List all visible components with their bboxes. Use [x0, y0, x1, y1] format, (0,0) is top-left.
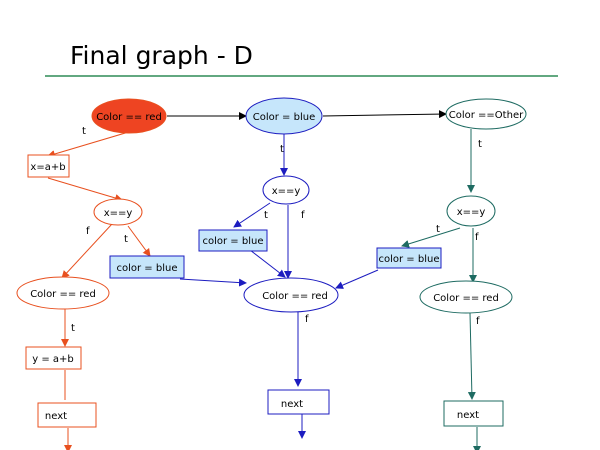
- node-mid-xy: x==y: [262, 175, 310, 205]
- node-right-next: next: [443, 400, 504, 427]
- svg-text:color = blue: color = blue: [117, 263, 178, 274]
- svg-text:color = blue: color = blue: [379, 254, 440, 265]
- edge-label-f: f: [86, 226, 90, 237]
- node-left-next: next: [37, 402, 97, 428]
- edge-label-t: t: [124, 234, 128, 245]
- node-right-xy: x==y: [446, 195, 496, 227]
- svg-text:x==y: x==y: [457, 207, 486, 218]
- edge-color-blue-to-cond-red: [249, 249, 286, 278]
- svg-text:Color = blue: Color = blue: [253, 112, 315, 123]
- edge-label-t: t: [71, 323, 75, 334]
- edge-label-f: f: [301, 210, 305, 221]
- edge-label-f: f: [476, 316, 480, 327]
- node-mid-cond-red: Color == red: [243, 277, 339, 313]
- svg-text:Color ==Other: Color ==Other: [449, 110, 524, 121]
- node-mid-next: next: [267, 389, 330, 415]
- svg-text:Color == red: Color == red: [96, 112, 162, 123]
- node-left-cond-red: Color == red: [16, 276, 110, 310]
- svg-text:x==y: x==y: [272, 186, 301, 197]
- svg-text:color = blue: color = blue: [203, 236, 264, 247]
- svg-text:Color == red: Color == red: [262, 291, 328, 302]
- edge-label-f: f: [475, 232, 479, 243]
- svg-text:x=a+b: x=a+b: [30, 162, 65, 173]
- node-cond-red-top: Color == red: [91, 98, 167, 134]
- edge-right-blue-to-mid-cond-red: [335, 269, 379, 289]
- svg-text:Color == red: Color == red: [433, 293, 499, 304]
- edge-label-f: f: [305, 314, 309, 325]
- node-right-cond-red: Color == red: [419, 280, 513, 314]
- node-left-xy: x==y: [93, 198, 143, 226]
- svg-text:y = a+b: y = a+b: [32, 354, 74, 365]
- node-left-color-blue: color = blue: [109, 255, 185, 279]
- page-title: Final graph - D: [70, 41, 253, 70]
- edge-label-t: t: [478, 139, 482, 150]
- edge-label-t: t: [82, 126, 86, 137]
- svg-text:Color == red: Color == red: [30, 289, 96, 300]
- edge-xy-to-color-blue: [401, 227, 461, 248]
- edge-label-t: t: [436, 224, 440, 235]
- node-cond-other-top: Color ==Other: [445, 98, 527, 130]
- edge-label-t: t: [264, 210, 268, 221]
- node-assign-y: y = a+b: [25, 346, 82, 370]
- edge-xy-to-cond-red: [61, 223, 113, 279]
- edge-xy-to-color-blue: [127, 225, 151, 257]
- node-right-color-blue: color = blue: [376, 247, 442, 269]
- svg-text:x==y: x==y: [104, 208, 133, 219]
- edge-red-to-assign: [47, 130, 133, 158]
- edge-xy-to-color-blue: [233, 202, 271, 228]
- edge-label-t: t: [280, 144, 284, 155]
- svg-text:next: next: [281, 399, 303, 410]
- edge-left-blue-to-cond-red: [179, 278, 247, 287]
- edge-assign-to-xy: [47, 177, 123, 202]
- svg-text:next: next: [457, 410, 479, 421]
- edge-blue-to-other: [322, 110, 447, 119]
- node-assign-x: x=a+b: [27, 154, 70, 178]
- svg-text:next: next: [45, 411, 67, 422]
- node-mid-color-blue: color = blue: [198, 229, 268, 252]
- edge-cond-red-to-next: [467, 312, 476, 400]
- node-cond-blue-top: Color = blue: [245, 97, 323, 135]
